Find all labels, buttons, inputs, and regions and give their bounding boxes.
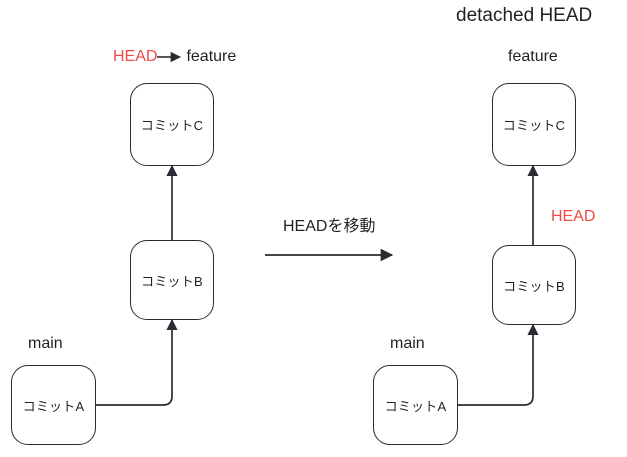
right-commit-b-node[interactable]: コミットB: [492, 245, 576, 325]
left-feature-label: feature: [186, 48, 237, 65]
right-commit-c-label: コミットC: [502, 118, 566, 133]
right-feature-label: feature: [508, 48, 558, 65]
right-commit-b-label: コミットB: [503, 278, 565, 294]
left-commit-b-node[interactable]: コミットB: [130, 240, 214, 320]
connector-a-to-b-right: [458, 323, 539, 406]
transition-label: HEADを移動: [283, 218, 376, 235]
left-head-feature-label: HEAD feature: [113, 49, 236, 65]
left-commit-a-node[interactable]: コミットA: [11, 365, 96, 445]
right-commit-a-label: コミットA: [384, 398, 447, 414]
left-main-label: main: [28, 335, 63, 352]
left-commit-c-label: コミットC: [140, 118, 204, 133]
page-title: detached HEAD: [456, 5, 593, 26]
left-head-label: HEAD: [113, 48, 158, 65]
right-head-label: HEAD: [551, 208, 596, 225]
right-commit-c-node[interactable]: コミットC: [492, 83, 576, 166]
left-commit-b-label: コミットB: [141, 273, 203, 289]
left-commit-c-node[interactable]: コミットC: [130, 83, 214, 166]
right-main-label: main: [390, 335, 425, 352]
right-commit-a-node[interactable]: コミットA: [373, 365, 458, 445]
connector-a-to-b-left: [96, 318, 178, 406]
left-commit-a-label: コミットA: [22, 398, 85, 414]
arrow-right-icon: [159, 50, 185, 64]
